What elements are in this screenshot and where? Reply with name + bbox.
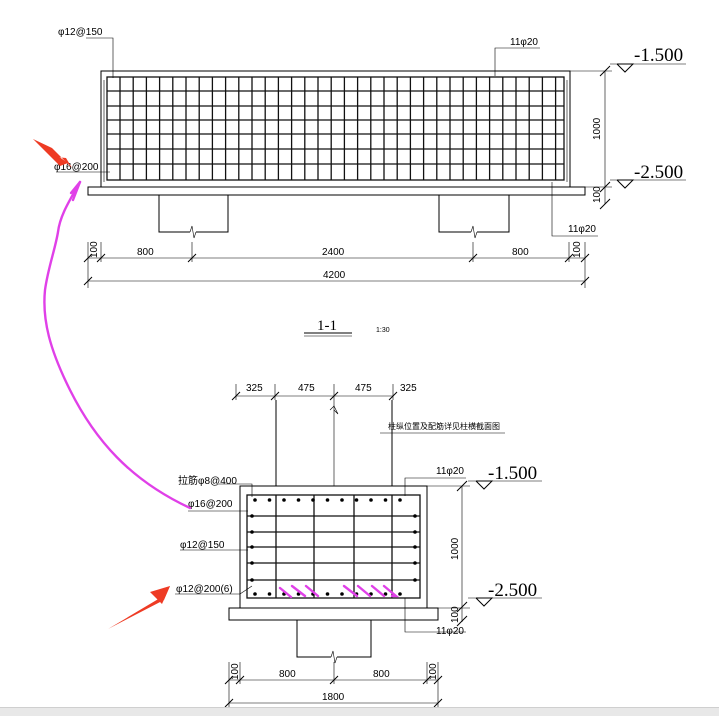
section-scale: 1:30	[376, 327, 390, 334]
beam-elevation: φ12@150 φ16@200 11φ20 11φ20 1000 100 -1.…	[54, 27, 686, 288]
elevation-bottom: -2.500	[634, 162, 683, 183]
rebar-top-label: φ12@150	[58, 27, 103, 38]
top-dim-4: 325	[400, 383, 417, 394]
markup-annotations	[33, 139, 400, 629]
height-dim: 1000	[592, 117, 603, 140]
elevation-top: -1.500	[634, 45, 683, 66]
dim-total: 4200	[323, 270, 346, 281]
horizontal-scrollbar[interactable]	[0, 707, 719, 716]
section-name: 1-1	[317, 318, 337, 334]
rebar-side-label: φ16@200	[54, 162, 99, 173]
section-height-dim: 1000	[450, 537, 461, 560]
section-top-bars-label: 11φ20	[436, 466, 464, 477]
cross-section: 325 475 475 325 柱纵位置及配筋详见柱横截面图 拉筋φ8@400 …	[175, 383, 542, 708]
blinding-layer	[87, 186, 586, 196]
section-elevation-top: -1.500	[488, 463, 537, 484]
dim-left-cover: 100	[89, 241, 100, 258]
dim-mid: 2400	[322, 247, 345, 258]
top-dim-1: 325	[246, 383, 263, 394]
section-cover-dim: 100	[450, 606, 461, 623]
tie-label: 拉筋φ8@400	[178, 474, 237, 487]
section-dim-right: 800	[373, 669, 390, 680]
top-dim-2: 475	[298, 383, 315, 394]
stirrup-label: φ12@150	[180, 540, 225, 551]
section-bottom-bars-label: 11φ20	[436, 626, 464, 637]
section-dim-left: 800	[279, 669, 296, 680]
section-dim-left-cover: 100	[230, 663, 241, 680]
section-dim-right-cover: 100	[428, 663, 439, 680]
section-elevation-bottom: -2.500	[488, 580, 537, 601]
cover-dim: 100	[592, 186, 603, 203]
section-title: 1-1 1:30	[304, 318, 390, 337]
section-rebar-grid	[247, 495, 420, 598]
section-blinding	[228, 607, 439, 621]
column-note: 柱纵位置及配筋详见柱横截面图	[388, 421, 500, 431]
dim-right-cover: 100	[572, 241, 583, 258]
rebar-grid	[103, 77, 568, 182]
top-dim-3: 475	[355, 383, 372, 394]
bottom-rebar-label: φ12@200(6)	[176, 584, 233, 595]
dim-right: 800	[512, 247, 529, 258]
top-bars-label: 11φ20	[510, 37, 538, 48]
rebar-cage	[106, 76, 565, 181]
dim-left: 800	[137, 247, 154, 258]
bottom-bars-label: 11φ20	[568, 224, 596, 235]
section-dim-total: 1800	[322, 692, 345, 703]
side-bars-label: φ16@200	[188, 499, 233, 510]
beam-outline	[100, 70, 571, 188]
magenta-connector-curve	[43, 180, 192, 510]
